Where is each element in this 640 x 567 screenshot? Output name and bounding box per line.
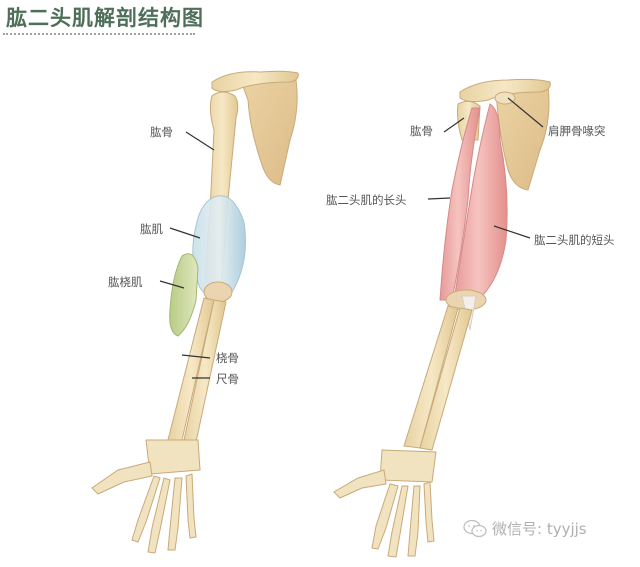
title-underline bbox=[3, 33, 195, 35]
label-right-humerus: 肱骨 bbox=[410, 124, 433, 138]
label-left-radius: 桡骨 bbox=[216, 351, 239, 365]
label-left-brachialis: 肱肌 bbox=[140, 222, 163, 236]
left-brachioradialis bbox=[169, 253, 199, 337]
left-arm bbox=[91, 70, 299, 554]
label-right-short-head: 肱二头肌的短头 bbox=[534, 233, 615, 247]
left-clavicle bbox=[211, 70, 299, 93]
watermark: 微信号: tyyjjs bbox=[462, 518, 587, 539]
label-left-brachioradialis: 肱桡肌 bbox=[108, 275, 143, 289]
left-scapula bbox=[239, 77, 298, 186]
right-arm bbox=[333, 78, 551, 558]
label-left-ulna: 尺骨 bbox=[216, 372, 239, 386]
watermark-text: 微信号: tyyjjs bbox=[492, 520, 587, 538]
right-biceps-short-head bbox=[453, 103, 508, 301]
right-ulna bbox=[419, 307, 473, 451]
label-right-coracoid: 肩胛骨喙突 bbox=[548, 124, 606, 138]
label-right-long-head: 肱二头肌的长头 bbox=[326, 193, 407, 207]
page-title: 肱二头肌解剖结构图 bbox=[6, 6, 204, 30]
left-hand bbox=[91, 439, 201, 554]
right-clavicle bbox=[459, 78, 551, 103]
right-hand bbox=[333, 449, 437, 558]
right-coracoid bbox=[494, 91, 516, 105]
wechat-icon bbox=[463, 519, 487, 537]
label-left-humerus: 肱骨 bbox=[150, 125, 173, 139]
